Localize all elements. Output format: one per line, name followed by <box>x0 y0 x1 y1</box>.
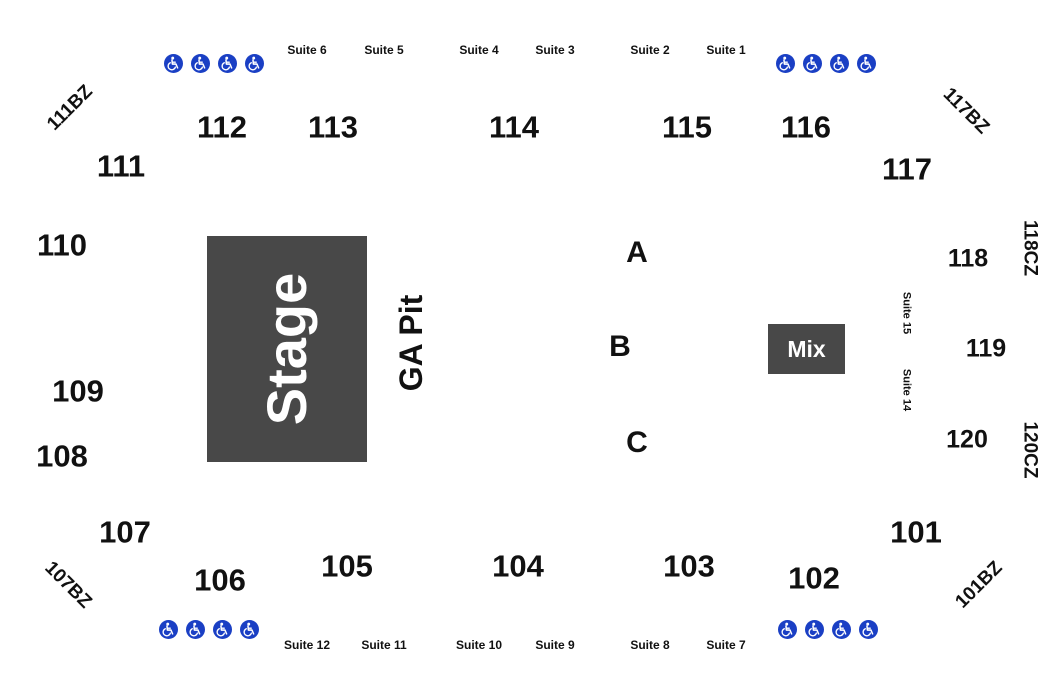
section-107[interactable]: 107 <box>99 514 151 550</box>
wheelchair-icon <box>805 620 824 639</box>
zone-107bz[interactable]: 107BZ <box>40 557 96 613</box>
suite-4[interactable]: Suite 4 <box>459 43 499 57</box>
wheelchair-icon <box>186 620 205 639</box>
section-111[interactable]: 111 <box>96 148 146 184</box>
accessible-seating-top-left <box>164 54 264 73</box>
floor-section-c[interactable]: C <box>626 426 648 459</box>
section-105[interactable]: 105 <box>321 548 373 584</box>
suite-14[interactable]: Suite 14 <box>900 368 913 412</box>
ga-pit[interactable]: GA Pit <box>393 294 429 392</box>
mix-position: Mix <box>768 324 845 374</box>
section-116[interactable]: 116 <box>780 109 832 145</box>
suite-6[interactable]: Suite 6 <box>287 43 327 57</box>
zone-120cz[interactable]: 120CZ <box>1019 421 1041 479</box>
wheelchair-icon <box>218 54 237 73</box>
zone-118cz[interactable]: 118CZ <box>1019 220 1041 276</box>
wheelchair-icon <box>776 54 795 73</box>
suite-10[interactable]: Suite 10 <box>455 638 503 652</box>
suite-3[interactable]: Suite 3 <box>535 43 575 57</box>
section-110[interactable]: 110 <box>36 227 88 263</box>
wheelchair-icon <box>832 620 851 639</box>
wheelchair-icon <box>240 620 259 639</box>
zone-117bz[interactable]: 117BZ <box>938 83 994 139</box>
section-120[interactable]: 120 <box>946 425 988 454</box>
section-113[interactable]: 113 <box>307 109 359 145</box>
zone-101bz[interactable]: 101BZ <box>951 557 1007 613</box>
suite-11[interactable]: Suite 11 <box>361 638 407 652</box>
suite-15[interactable]: Suite 15 <box>900 291 913 335</box>
accessible-seating-bottom-left <box>159 620 259 639</box>
section-119[interactable]: 119 <box>965 334 1007 363</box>
suite-1[interactable]: Suite 1 <box>706 43 746 57</box>
wheelchair-icon <box>803 54 822 73</box>
section-106[interactable]: 106 <box>194 562 246 598</box>
wheelchair-icon <box>859 620 878 639</box>
section-109[interactable]: 109 <box>52 373 104 409</box>
wheelchair-icon <box>857 54 876 73</box>
floor-section-a[interactable]: A <box>626 236 648 269</box>
section-115[interactable]: 115 <box>661 109 713 145</box>
section-101[interactable]: 101 <box>890 514 942 550</box>
suite-8[interactable]: Suite 8 <box>630 638 670 652</box>
wheelchair-icon <box>830 54 849 73</box>
section-104[interactable]: 104 <box>492 548 544 584</box>
suite-2[interactable]: Suite 2 <box>630 43 670 57</box>
wheelchair-icon <box>245 54 264 73</box>
stage-label: Stage <box>255 272 318 426</box>
floor-section-b[interactable]: B <box>609 330 631 363</box>
suite-12[interactable]: Suite 12 <box>283 638 331 652</box>
suite-7[interactable]: Suite 7 <box>706 638 746 652</box>
accessible-seating-top-right <box>776 54 876 73</box>
section-108[interactable]: 108 <box>36 438 88 474</box>
accessible-seating-bottom-right <box>778 620 878 639</box>
suite-9[interactable]: Suite 9 <box>535 638 575 652</box>
section-103[interactable]: 103 <box>663 548 715 584</box>
section-118[interactable]: 118 <box>947 244 989 273</box>
wheelchair-icon <box>164 54 183 73</box>
section-117[interactable]: 117 <box>881 151 933 187</box>
zone-111bz[interactable]: 111BZ <box>43 81 97 135</box>
section-102[interactable]: 102 <box>788 560 840 596</box>
suite-5[interactable]: Suite 5 <box>364 43 404 57</box>
wheelchair-icon <box>778 620 797 639</box>
section-114[interactable]: 114 <box>488 109 540 145</box>
section-112[interactable]: 112 <box>196 109 248 145</box>
wheelchair-icon <box>191 54 210 73</box>
wheelchair-icon <box>213 620 232 639</box>
stage[interactable]: Stage <box>207 236 367 462</box>
wheelchair-icon <box>159 620 178 639</box>
